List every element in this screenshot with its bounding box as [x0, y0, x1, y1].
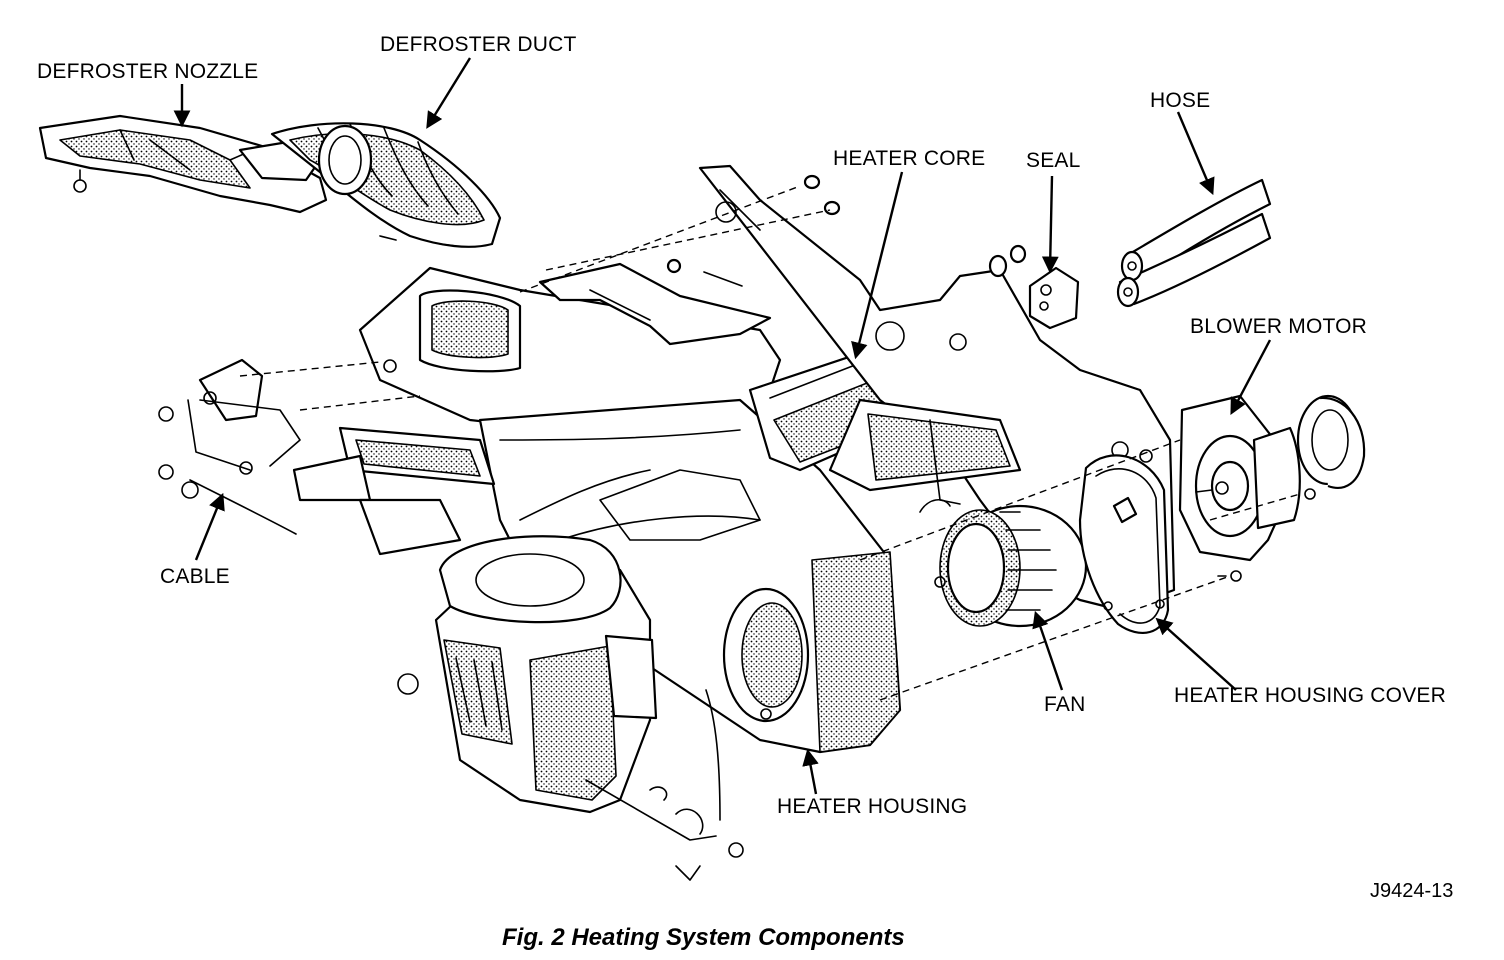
heater-housing-cover-part: [1078, 454, 1170, 634]
hose-label: HOSE: [1150, 89, 1210, 112]
seal-label: SEAL: [1026, 149, 1081, 172]
blower-motor-label: BLOWER MOTOR: [1190, 315, 1367, 338]
heater-core-label: HEATER CORE: [833, 147, 985, 170]
hose-part: [1116, 178, 1272, 308]
fan-part: [919, 499, 1088, 628]
heater-housing-part: [358, 266, 902, 754]
leader-lines: [173, 57, 1272, 795]
figure-caption: Fig. 2 Heating System Components: [502, 924, 905, 951]
defroster-nozzle-label: DEFROSTER NOZZLE: [37, 60, 258, 83]
fan-label: FAN: [1044, 693, 1085, 716]
outlet-duct-part: [397, 535, 744, 881]
seal-part: [666, 174, 1080, 330]
fasteners: [1217, 570, 1242, 582]
heater-housing-cover-label: HEATER HOUSING COVER: [1174, 684, 1446, 707]
defroster-duct-label: DEFROSTER DUCT: [380, 33, 576, 56]
dash-panel-part: [698, 164, 1176, 612]
assembly-lines: [239, 185, 1301, 701]
blower-motor-part: [1178, 394, 1366, 562]
figure-code: J9424-13: [1370, 880, 1453, 902]
air-door-part: [292, 426, 496, 556]
defroster-duct-part: [270, 122, 502, 248]
cable-label: CABLE: [160, 565, 230, 588]
heater-housing-label: HEATER HOUSING: [777, 795, 967, 818]
mounting-bracket-part: [538, 262, 772, 346]
